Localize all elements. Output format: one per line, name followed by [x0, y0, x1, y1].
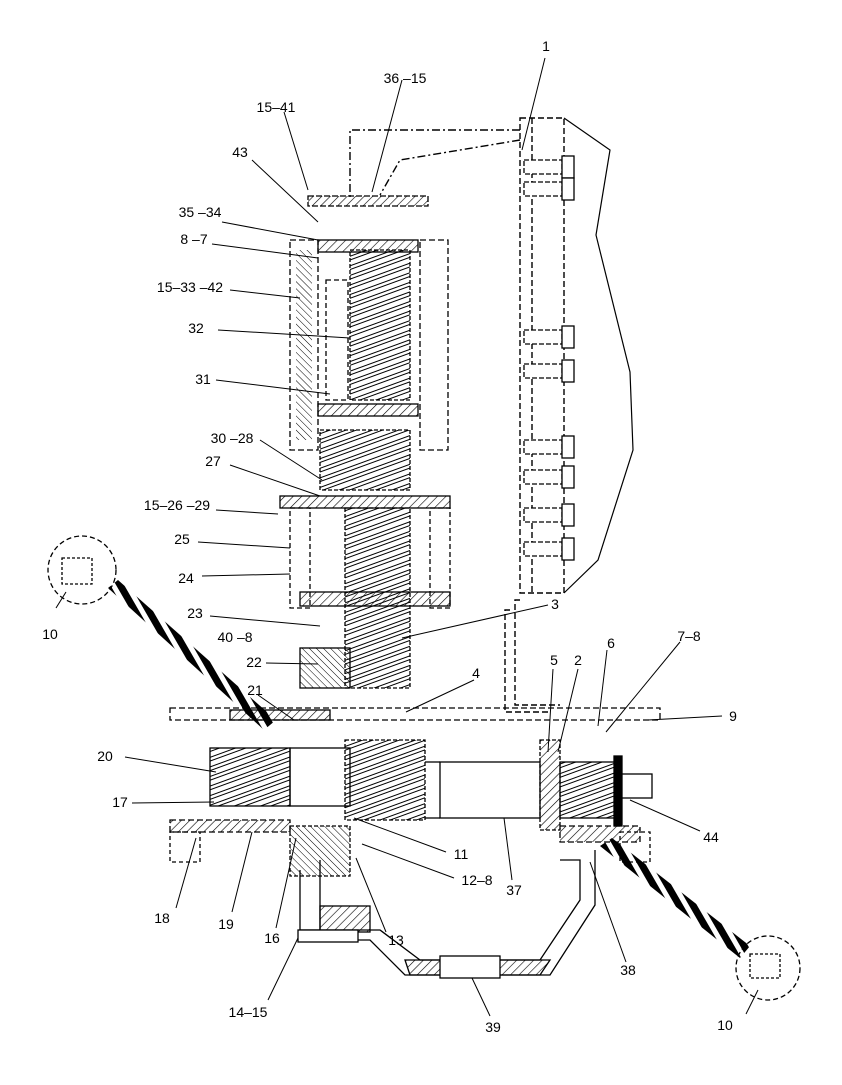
callout-22: 22 [246, 654, 262, 670]
upper-gear-housing [289, 195, 449, 451]
mounting-flange [349, 117, 634, 713]
callout-15-33-42: 15–33 –42 [156, 279, 224, 295]
lower-gear-stack [279, 429, 451, 689]
callout-44: 44 [703, 829, 719, 845]
callout-25: 25 [174, 531, 190, 547]
callout-4: 4 [472, 665, 480, 681]
callout-5: 5 [550, 652, 558, 668]
callout-43: 43 [232, 144, 248, 160]
callout-19: 19 [218, 916, 234, 932]
callout-14-15: 14–15 [228, 1004, 268, 1020]
flange-bolts [523, 155, 575, 561]
callout-38: 38 [620, 962, 636, 978]
detail-pointers [108, 580, 750, 958]
detail-view-10-right [735, 935, 801, 1001]
callout-13: 13 [388, 932, 404, 948]
callout-11: 11 [453, 846, 469, 862]
callout-36-15: 36 –15 [383, 70, 427, 86]
callout-9: 9 [729, 708, 737, 724]
callout-2: 2 [574, 652, 582, 668]
detail-view-10-left [47, 535, 117, 605]
leader-lines [55, 57, 759, 1017]
callout-24: 24 [178, 570, 194, 586]
callout-7-8: 7–8 [677, 628, 701, 644]
callout-8-7: 8 –7 [180, 231, 208, 247]
callout-1: 1 [542, 38, 550, 54]
callout-37: 37 [506, 882, 522, 898]
callout-27: 27 [205, 453, 221, 469]
lower-bracket [297, 850, 596, 979]
callout-3: 3 [551, 596, 559, 612]
main-shaft-assembly [169, 707, 661, 877]
callout-21: 21 [247, 682, 263, 698]
callout-10-left: 10 [42, 626, 58, 642]
callout-16: 16 [264, 930, 280, 946]
callout-12-8: 12–8 [461, 872, 493, 888]
callout-6: 6 [607, 635, 615, 651]
callout-18: 18 [154, 910, 170, 926]
callout-23: 23 [187, 605, 203, 621]
callout-31: 31 [195, 371, 211, 387]
callout-15-41: 15–41 [256, 99, 296, 115]
callout-10-right: 10 [717, 1017, 733, 1033]
callout-17: 17 [112, 794, 128, 810]
callout-15-26-29: 15–26 –29 [143, 497, 211, 513]
callout-35-34: 35 –34 [178, 204, 222, 220]
callout-30-28: 30 –28 [210, 430, 254, 446]
callout-39: 39 [485, 1019, 501, 1035]
callout-20: 20 [97, 748, 113, 764]
callout-40-8: 40 –8 [217, 629, 253, 645]
callout-32: 32 [188, 320, 204, 336]
